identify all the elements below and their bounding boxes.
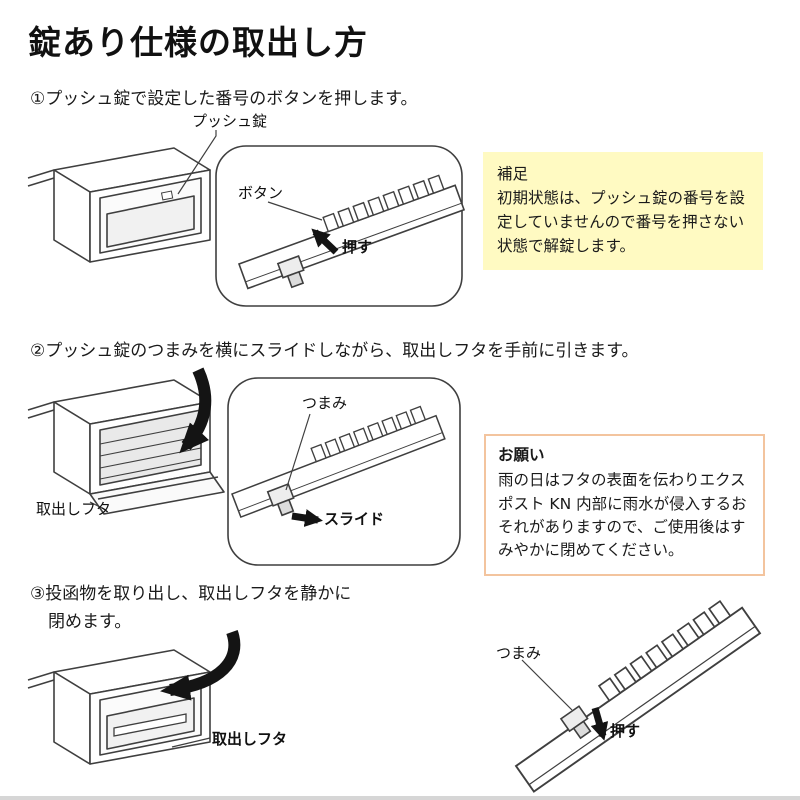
step3-text-line1: ③投函物を取り出し、取出しフタを静かに — [30, 584, 352, 604]
step1-diagram-svg — [27, 130, 465, 307]
supplement-note: 補足 初期状態は、プッシュ錠の番号を設定していませんので番号を押さない状態で解錠… — [483, 152, 763, 271]
knob-label-step2: つまみ — [302, 394, 348, 412]
bottom-detail-svg — [504, 596, 761, 793]
page-title: 錠あり仕様の取出し方 — [28, 23, 368, 62]
step2-diagram-svg — [27, 367, 461, 566]
request-body: 雨の日はフタの表面を伝わりエクスポスト KN 内部に雨水が侵入するおそれがありま… — [498, 471, 747, 559]
button-label: ボタン — [238, 184, 284, 202]
step2-text: ②プッシュ錠のつまみを横にスライドしながら、取出しフタを手前に引きます。 — [30, 341, 639, 361]
knob-label-bottom: つまみ — [496, 644, 542, 662]
step1-text: ①プッシュ錠で設定した番号のボタンを押します。 — [30, 89, 418, 109]
supplement-body: 初期状態は、プッシュ錠の番号を設定していませんので番号を押さない状態で解錠します… — [497, 189, 746, 256]
supplement-title: 補足 — [497, 165, 529, 183]
step1-illustration: プッシュ錠 ボタン 押す — [20, 106, 475, 334]
press-label-bottom: 押す — [610, 722, 641, 740]
request-note: お願い 雨の日はフタの表面を伝わりエクスポスト KN 内部に雨水が侵入するおそれ… — [484, 434, 765, 577]
step3-diagram-svg — [27, 629, 241, 765]
page-bottom-rule — [0, 796, 800, 800]
press-label-step1: 押す — [342, 238, 373, 256]
request-title: お願い — [498, 446, 545, 464]
step2-illustration: 取出しフタ つまみ スライド — [20, 362, 475, 577]
lid-label-step2: 取出しフタ — [36, 500, 112, 518]
bottom-detail-illustration: つまみ 押す — [482, 596, 777, 796]
slide-label: スライド — [324, 510, 385, 528]
step3-illustration: 取出しフタ — [20, 628, 480, 796]
lid-label-step3: 取出しフタ — [212, 730, 288, 748]
step3-text: ③投函物を取り出し、取出しフタを静かに 閉めます。 — [30, 580, 351, 636]
step3-text-line2: 閉めます。 — [48, 612, 132, 632]
push-lock-label: プッシュ錠 — [192, 112, 268, 130]
